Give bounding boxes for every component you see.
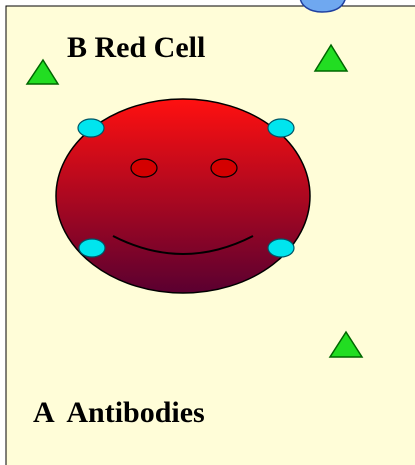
- receptor-bottom-left-icon: [79, 239, 105, 257]
- receptor-top-right-icon: [268, 119, 294, 137]
- receptor-bottom-right-icon: [268, 239, 294, 257]
- cell-left-eye: [131, 159, 157, 177]
- cell-title: B Red Cell: [67, 31, 205, 64]
- antibodies-label: A Antibodies: [33, 396, 205, 429]
- cell-right-eye: [211, 159, 237, 177]
- receptor-top-left-icon: [78, 119, 104, 137]
